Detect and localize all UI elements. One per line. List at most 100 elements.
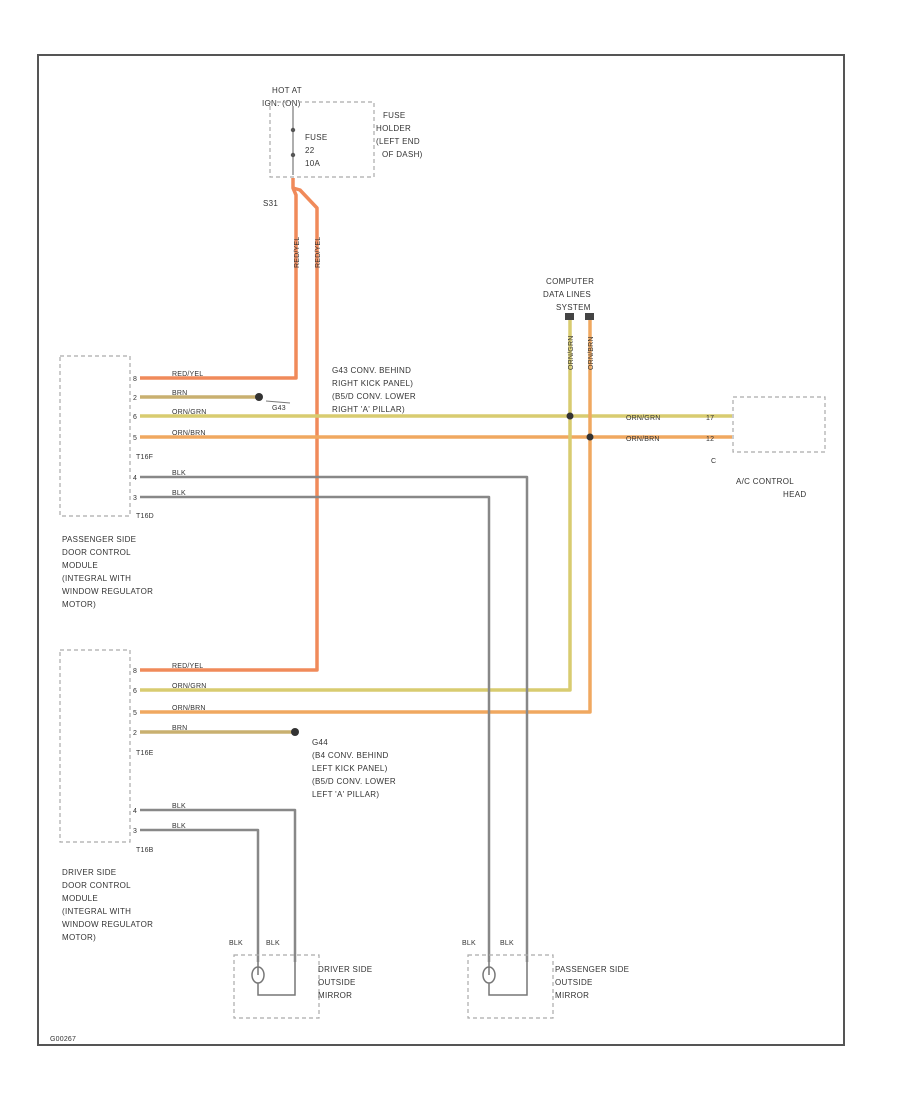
p-label-2: DOOR CONTROL: [62, 548, 131, 557]
driver-mirror-outline: [233, 954, 320, 1019]
passenger-mirror-outline: [467, 954, 554, 1019]
diagram-frame: [37, 54, 845, 1046]
d-wire-label-3: ORN/BRN: [172, 705, 206, 712]
pm-label-3: MIRROR: [555, 991, 589, 1000]
passenger-outside-mirror: BLK BLK PASSENGER SIDE OUTSIDE MIRROR: [462, 940, 629, 1019]
driver-module-outline: [59, 649, 131, 843]
g44-line-3: LEFT KICK PANEL): [312, 764, 388, 773]
ac-pin-12: 12: [706, 436, 714, 443]
d-pin-1: 8: [133, 668, 137, 675]
d-pin-3: 5: [133, 710, 137, 717]
wire-blk-passenger-2: [140, 495, 491, 962]
ac-head-line-2: HEAD: [783, 490, 806, 499]
g44-line-2: (B4 CONV. BEHIND: [312, 751, 389, 760]
ac-pin-17: 17: [706, 415, 714, 422]
p-pin-6: 3: [133, 495, 137, 502]
splice-s31-label: S31: [263, 199, 278, 208]
pm-wire-b: BLK: [500, 940, 514, 947]
g43-leader: [265, 400, 291, 404]
fuse-holder-outline: [269, 101, 375, 178]
driver-outside-mirror: BLK BLK DRIVER SIDE OUTSIDE MIRROR: [229, 940, 372, 1019]
ign-label-text: IGN.: [262, 99, 282, 108]
g44-line-4: (B5/D CONV. LOWER: [312, 777, 396, 786]
g44-line-5: LEFT 'A' PILLAR): [312, 790, 379, 799]
ign-on-label: (ON): [282, 99, 301, 108]
d-wire-label-2: ORN/GRN: [172, 683, 206, 690]
computer-line-2: DATA LINES: [543, 290, 591, 299]
ground-g43-icon: [255, 393, 263, 401]
ac-head-line-1: A/C CONTROL: [736, 477, 794, 486]
splice-orn-brn: [586, 433, 594, 441]
d-wire-label-6: BLK: [172, 823, 186, 830]
wire-blk-passenger-1: [140, 475, 529, 962]
holder-line-2: HOLDER: [376, 124, 411, 133]
passenger-door-module: 8 2 6 5 4 3 RED/YEL BRN ORN/GRN ORN/BRN …: [59, 355, 416, 609]
passenger-mirror-motor-icon: [482, 962, 528, 996]
ac-head-outline: [732, 396, 826, 453]
hot-at-label: HOT AT: [272, 86, 302, 95]
p-wire-label-1: RED/YEL: [172, 371, 203, 378]
wire-orn-grn-vertical: [140, 320, 572, 692]
driver-door-module: 8 6 5 2 4 3 RED/YEL ORN/GRN ORN/BRN BRN …: [59, 649, 396, 942]
g43-id: G43: [272, 405, 286, 412]
vlabel-red-yel-right: RED/YEL: [315, 237, 322, 268]
d-pin-2: 6: [133, 688, 137, 695]
dm-wire-a: BLK: [229, 940, 243, 947]
g43-line-4: RIGHT 'A' PILLAR): [332, 405, 405, 414]
wires: [140, 178, 732, 962]
splice-orn-grn: [566, 412, 574, 420]
d-pin-6: 3: [133, 828, 137, 835]
d-connector-t16b: T16B: [136, 847, 154, 854]
holder-line-3: (LEFT END: [376, 137, 420, 146]
computer-data-lines: COMPUTER DATA LINES SYSTEM: [543, 277, 594, 320]
fuse-rating: 10A: [305, 159, 320, 168]
wire-blk-driver-2: [140, 828, 260, 962]
p-label-1: PASSENGER SIDE: [62, 535, 136, 544]
vlabel-orn-brn: ORN/BRN: [588, 336, 595, 370]
ac-connector-c: C: [711, 458, 716, 465]
p-pin-3: 6: [133, 414, 137, 421]
diagram-code: G00267: [50, 1036, 76, 1043]
data-line-terminal-1: [565, 313, 574, 320]
dm-wire-b: BLK: [266, 940, 280, 947]
g43-line-2: RIGHT KICK PANEL): [332, 379, 413, 388]
d-label-5: WINDOW REGULATOR: [62, 920, 153, 929]
p-pin-4: 5: [133, 435, 137, 442]
g44-line-1: G44: [312, 738, 328, 747]
pm-label-2: OUTSIDE: [555, 978, 593, 987]
holder-line-1: FUSE: [383, 111, 406, 120]
p-wire-label-6: BLK: [172, 490, 186, 497]
d-pin-4: 2: [133, 730, 137, 737]
vlabel-red-yel-left: RED/YEL: [294, 237, 301, 268]
p-wire-label-3: ORN/GRN: [172, 409, 206, 416]
p-wire-label-2: BRN: [172, 390, 187, 397]
pm-label-1: PASSENGER SIDE: [555, 965, 629, 974]
dm-label-3: MIRROR: [318, 991, 352, 1000]
d-label-3: MODULE: [62, 894, 98, 903]
dm-label-1: DRIVER SIDE: [318, 965, 372, 974]
p-label-3: MODULE: [62, 561, 98, 570]
data-line-terminal-2: [585, 313, 594, 320]
d-pin-5: 4: [133, 808, 137, 815]
fuse-block: HOT AT IGN. (ON) FUSE 22 10A FUSE HOLDER…: [262, 86, 423, 208]
p-pin-2: 2: [133, 395, 137, 402]
p-label-4: (INTEGRAL WITH: [62, 574, 131, 583]
driver-mirror-motor-icon: [251, 962, 296, 996]
p-pin-5: 4: [133, 475, 137, 482]
wire-orn-brn-vertical: [140, 320, 592, 714]
g43-line-1: G43 CONV. BEHIND: [332, 366, 411, 375]
d-label-2: DOOR CONTROL: [62, 881, 131, 890]
d-connector-t16e: T16E: [136, 750, 154, 757]
passenger-module-outline: [59, 355, 131, 517]
fuse-node-bottom: [290, 152, 296, 158]
fuse-number: 22: [305, 146, 315, 155]
holder-line-4: OF DASH): [382, 150, 423, 159]
pm-wire-a: BLK: [462, 940, 476, 947]
p-pin-1: 8: [133, 376, 137, 383]
computer-line-1: COMPUTER: [546, 277, 594, 286]
d-wire-label-5: BLK: [172, 803, 186, 810]
d-wire-label-4: BRN: [172, 725, 187, 732]
d-label-1: DRIVER SIDE: [62, 868, 116, 877]
ground-g44-icon: [291, 728, 299, 736]
